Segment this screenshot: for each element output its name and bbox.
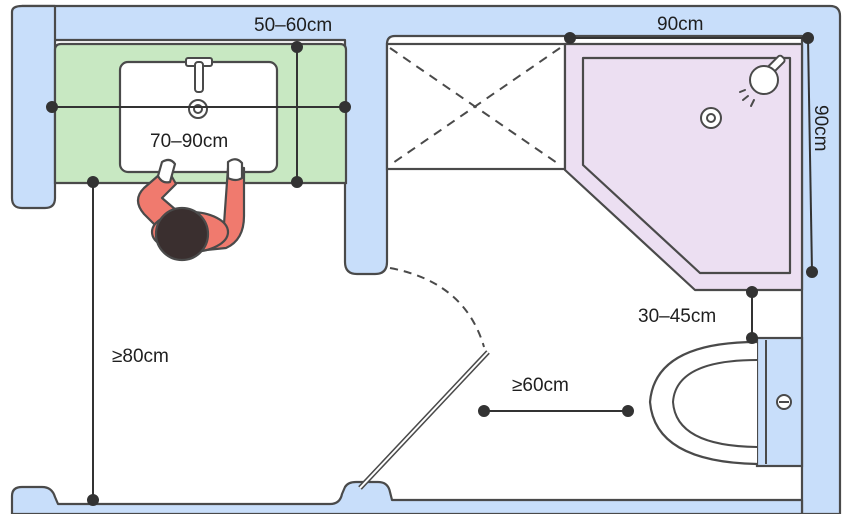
sink-drain-icon bbox=[188, 99, 208, 119]
faucet-icon bbox=[185, 57, 213, 93]
shower-drain-icon bbox=[700, 107, 722, 129]
left-wall bbox=[10, 4, 57, 210]
toilet-clearance-label: 30–45cm bbox=[638, 306, 716, 327]
front-clearance-label: ≥60cm bbox=[512, 375, 569, 396]
toilet-seat-inner bbox=[671, 359, 758, 448]
aisle-width-label: ≥80cm bbox=[112, 346, 169, 367]
sink-width-label: 70–90cm bbox=[150, 131, 228, 152]
dimension-lines bbox=[46, 32, 818, 506]
door-swing-icon bbox=[389, 267, 485, 348]
person-head bbox=[154, 206, 210, 262]
person-icon bbox=[136, 158, 246, 262]
shower-head-icon bbox=[739, 54, 786, 107]
walls bbox=[10, 4, 842, 514]
shower-tray bbox=[581, 56, 792, 275]
shower bbox=[385, 42, 804, 292]
person-right-hand bbox=[226, 158, 244, 182]
vanity bbox=[53, 42, 348, 185]
storage-cross bbox=[389, 47, 561, 166]
flush-button-icon bbox=[776, 394, 792, 410]
shower-depth-label: 90cm bbox=[810, 105, 831, 151]
bottom-wall-left bbox=[10, 480, 804, 514]
shower-width-label: 90cm bbox=[657, 14, 703, 35]
person-left-hand bbox=[156, 158, 177, 184]
door bbox=[358, 267, 490, 490]
toilet bbox=[648, 336, 804, 468]
vanity-depth-label: 50–60cm bbox=[254, 15, 332, 36]
